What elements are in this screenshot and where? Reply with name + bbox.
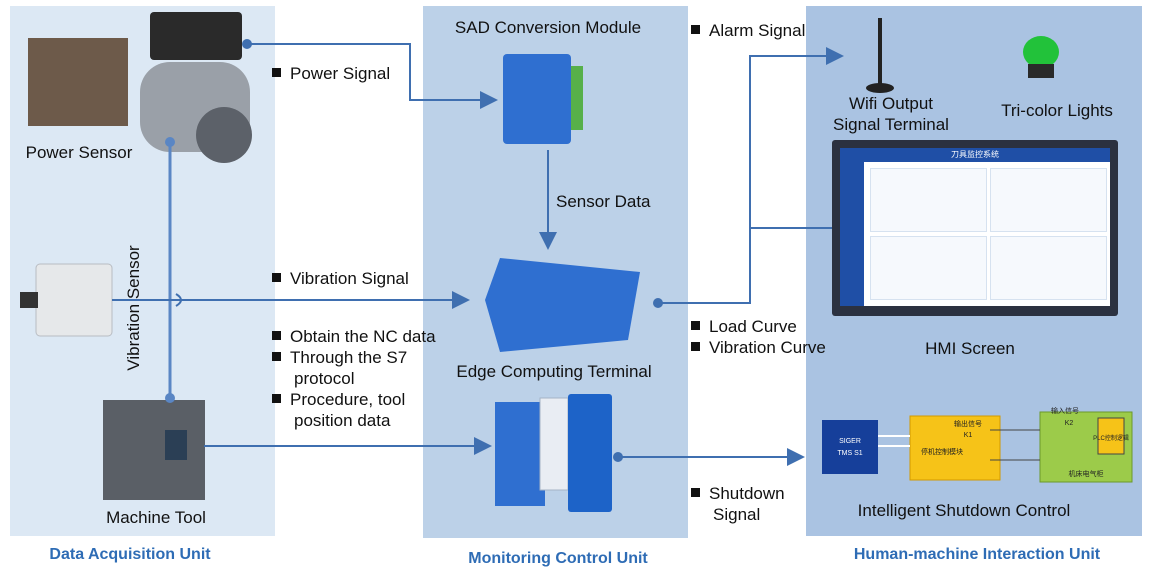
machine-tool-photo [103,400,205,500]
sensor-data-label: Sensor Data [556,192,651,211]
cabinet-label: 机床电气柜 [1069,469,1104,478]
machine-tool-label: Machine Tool [106,508,206,527]
hmi-chart [870,168,987,232]
hmi-sidebar [840,162,864,306]
nc-data-label: Obtain the NC data [272,326,436,347]
power-supply-icon [495,402,545,506]
vibration-sensor-label: Vibration Sensor [124,245,143,371]
load-curve-label: Load Curve [691,316,797,337]
edge-terminal-label: Edge Computing Terminal [456,362,652,381]
tricolor-label: Tri-color Lights [1001,101,1113,120]
hmi-unit-label: Human-machine Interaction Unit [853,546,1101,563]
spindle-face-icon [196,107,252,163]
current-clamp-icon [150,12,242,60]
wifi-terminal-label-2: Signal Terminal [833,115,949,134]
tms-label-2: TMS S1 [837,450,862,457]
hmi-chart [990,168,1107,232]
machine-panel-icon [165,430,187,460]
vibration-signal-label: Vibration Signal [272,268,409,289]
s7-protocol-label-cont: protocol [294,369,355,388]
s7-protocol-label: Through the S7 [272,347,407,368]
out-signal-label: 输出信号 [954,419,982,428]
power-signal-label: Power Signal [272,63,390,84]
procedure-label: Procedure, tool [272,389,405,410]
io-controller-icon [568,394,612,512]
alarm-signal-line [658,47,844,304]
wifi-terminal-label-1: Wifi Output [848,94,934,113]
shutdown-control-label: Intelligent Shutdown Control [857,501,1071,520]
sad-terminal-block-icon [571,66,583,130]
sad-module-label: SAD Conversion Module [454,18,642,37]
plc-box [1097,417,1125,455]
antenna-base-icon [866,83,894,93]
power-signal-line [247,43,498,109]
plc-label: PLC控制逻辑 [1093,434,1129,442]
alarm-signal-label: Alarm Signal [691,20,805,41]
shutdown-signal-label-cont: Signal [713,505,761,524]
tms-label-1: SIGER [839,438,861,445]
shutdown-signal-label: Shutdown [691,483,785,504]
light-base-icon [1028,64,1054,78]
tms-box [822,420,878,474]
procedure-label-cont: position data [294,411,391,430]
k1-label: K1 [964,432,973,439]
stop-module-label: 停机控制模块 [921,447,963,456]
tricolor-light-icon [1023,36,1059,68]
in-signal-label: 输入信号 [1051,406,1079,415]
hmi-chart [870,236,987,300]
hmi-chart [990,236,1107,300]
hmi-title: 刀具监控系统 [840,148,1110,162]
k2-label: K2 [1065,420,1074,427]
edge-terminal-icon [485,258,640,352]
acquisition-unit-label: Data Acquisition Unit [49,546,211,563]
power-sensor-label: Power Sensor [25,143,133,162]
hmi-screen-label: HMI Screen [925,339,1015,358]
stop-module-box [909,415,1001,481]
hmi-screen-display: 刀具监控系统 [832,140,1118,316]
sad-module-icon [503,54,571,144]
sensor-connector-icon [20,292,38,308]
monitoring-unit-label: Monitoring Control Unit [468,550,648,567]
power-sensor-photo [28,38,128,126]
vibration-curve-label: Vibration Curve [691,337,826,358]
